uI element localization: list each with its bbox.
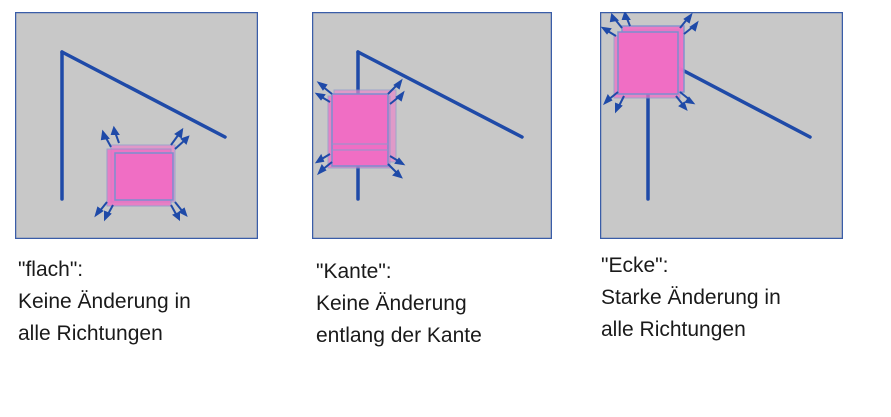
window-stack — [327, 89, 397, 169]
caption-line: entlang der Kante — [316, 324, 482, 347]
panel-flat — [15, 12, 258, 239]
window-stack — [106, 144, 176, 207]
arrow-icons — [600, 12, 699, 114]
arrow-icons — [94, 125, 190, 222]
caption-line: Starke Änderung in — [601, 286, 781, 309]
panel-edge — [312, 12, 552, 239]
flat-illustration — [15, 12, 258, 239]
caption-line: Keine Änderung — [316, 292, 467, 315]
caption-title: "Ecke": — [601, 254, 669, 277]
corner-illustration — [600, 12, 843, 239]
corner-shape — [60, 50, 227, 201]
caption-corner: "Ecke": Starke Änderung in alle Richtung… — [601, 250, 781, 346]
caption-title: "Kante": — [316, 260, 392, 283]
caption-line: alle Richtungen — [18, 322, 163, 345]
window-stack — [613, 25, 685, 99]
edge-illustration — [312, 12, 552, 239]
panel-corner — [600, 12, 843, 239]
caption-title: "flach": — [18, 258, 84, 281]
caption-line: Keine Änderung in — [18, 290, 191, 313]
caption-flat: "flach": Keine Änderung in alle Richtung… — [18, 254, 191, 350]
arrow-icons — [314, 78, 406, 179]
caption-edge: "Kante": Keine Änderung entlang der Kant… — [316, 256, 482, 352]
caption-line: alle Richtungen — [601, 318, 746, 341]
